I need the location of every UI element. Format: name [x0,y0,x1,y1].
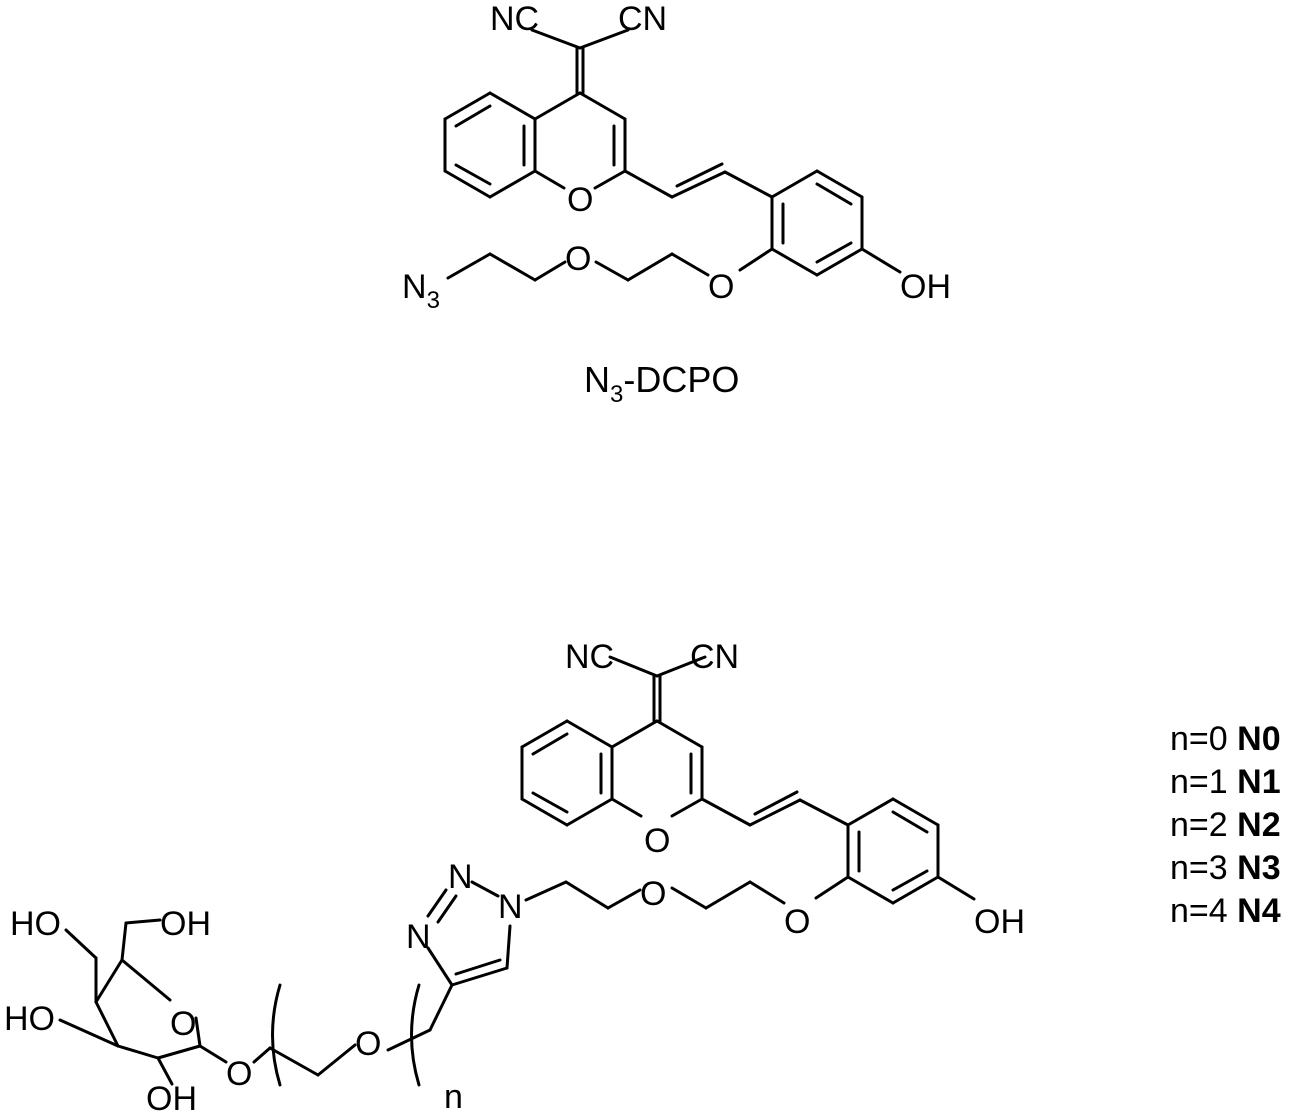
hydroxyl-top: OH [900,268,951,306]
azide-label: N3 [402,268,440,314]
ether-o1-bottom: O [640,875,666,913]
sugar-oh-top: HO [10,905,61,943]
triazole-n3: N [406,918,431,956]
legend-row: n=3 N3 [1170,849,1281,887]
peg-oxygen: O [355,1025,381,1063]
sugar-oh-mid: HO [4,1000,55,1038]
hydroxyl-bottom: OH [974,903,1025,941]
cn-label-bottom: CN [690,638,739,676]
repeat-n: n [444,1078,463,1115]
structure-glycoconjugate: NC CN O OH [4,638,1025,1115]
legend-row: n=1 N1 [1170,763,1281,801]
legend-row: n=0 N0 [1170,720,1281,758]
legend-row: n=2 N2 [1170,806,1281,844]
sugar-oh-bottom: OH [146,1080,197,1115]
ether-o1-top: O [565,240,591,278]
ring-oxygen-bottom: O [644,822,670,860]
compound-legend: n=0 N0 n=1 N1 n=2 N2 n=3 N3 n=4 N4 [1170,720,1281,930]
sugar-ring-oxygen: O [170,1005,196,1043]
triazole-n1: N [498,888,523,926]
nc-label-top: NC [490,0,539,38]
nc-label-bottom: NC [565,638,614,676]
ether-o2-bottom: O [784,903,810,941]
structure-caption-top: N3-DCPO [584,359,739,408]
sugar-oh-ch2: OH [160,905,211,943]
triazole-n2: N [448,858,473,896]
cn-label-top: CN [618,0,667,38]
glycosidic-oxygen: O [226,1055,252,1093]
ether-o2-top: O [708,268,734,306]
legend-row: n=4 N4 [1170,892,1281,930]
structure-n3-dcpo: NC CN O OH [402,0,951,314]
ring-oxygen-top: O [567,181,593,219]
